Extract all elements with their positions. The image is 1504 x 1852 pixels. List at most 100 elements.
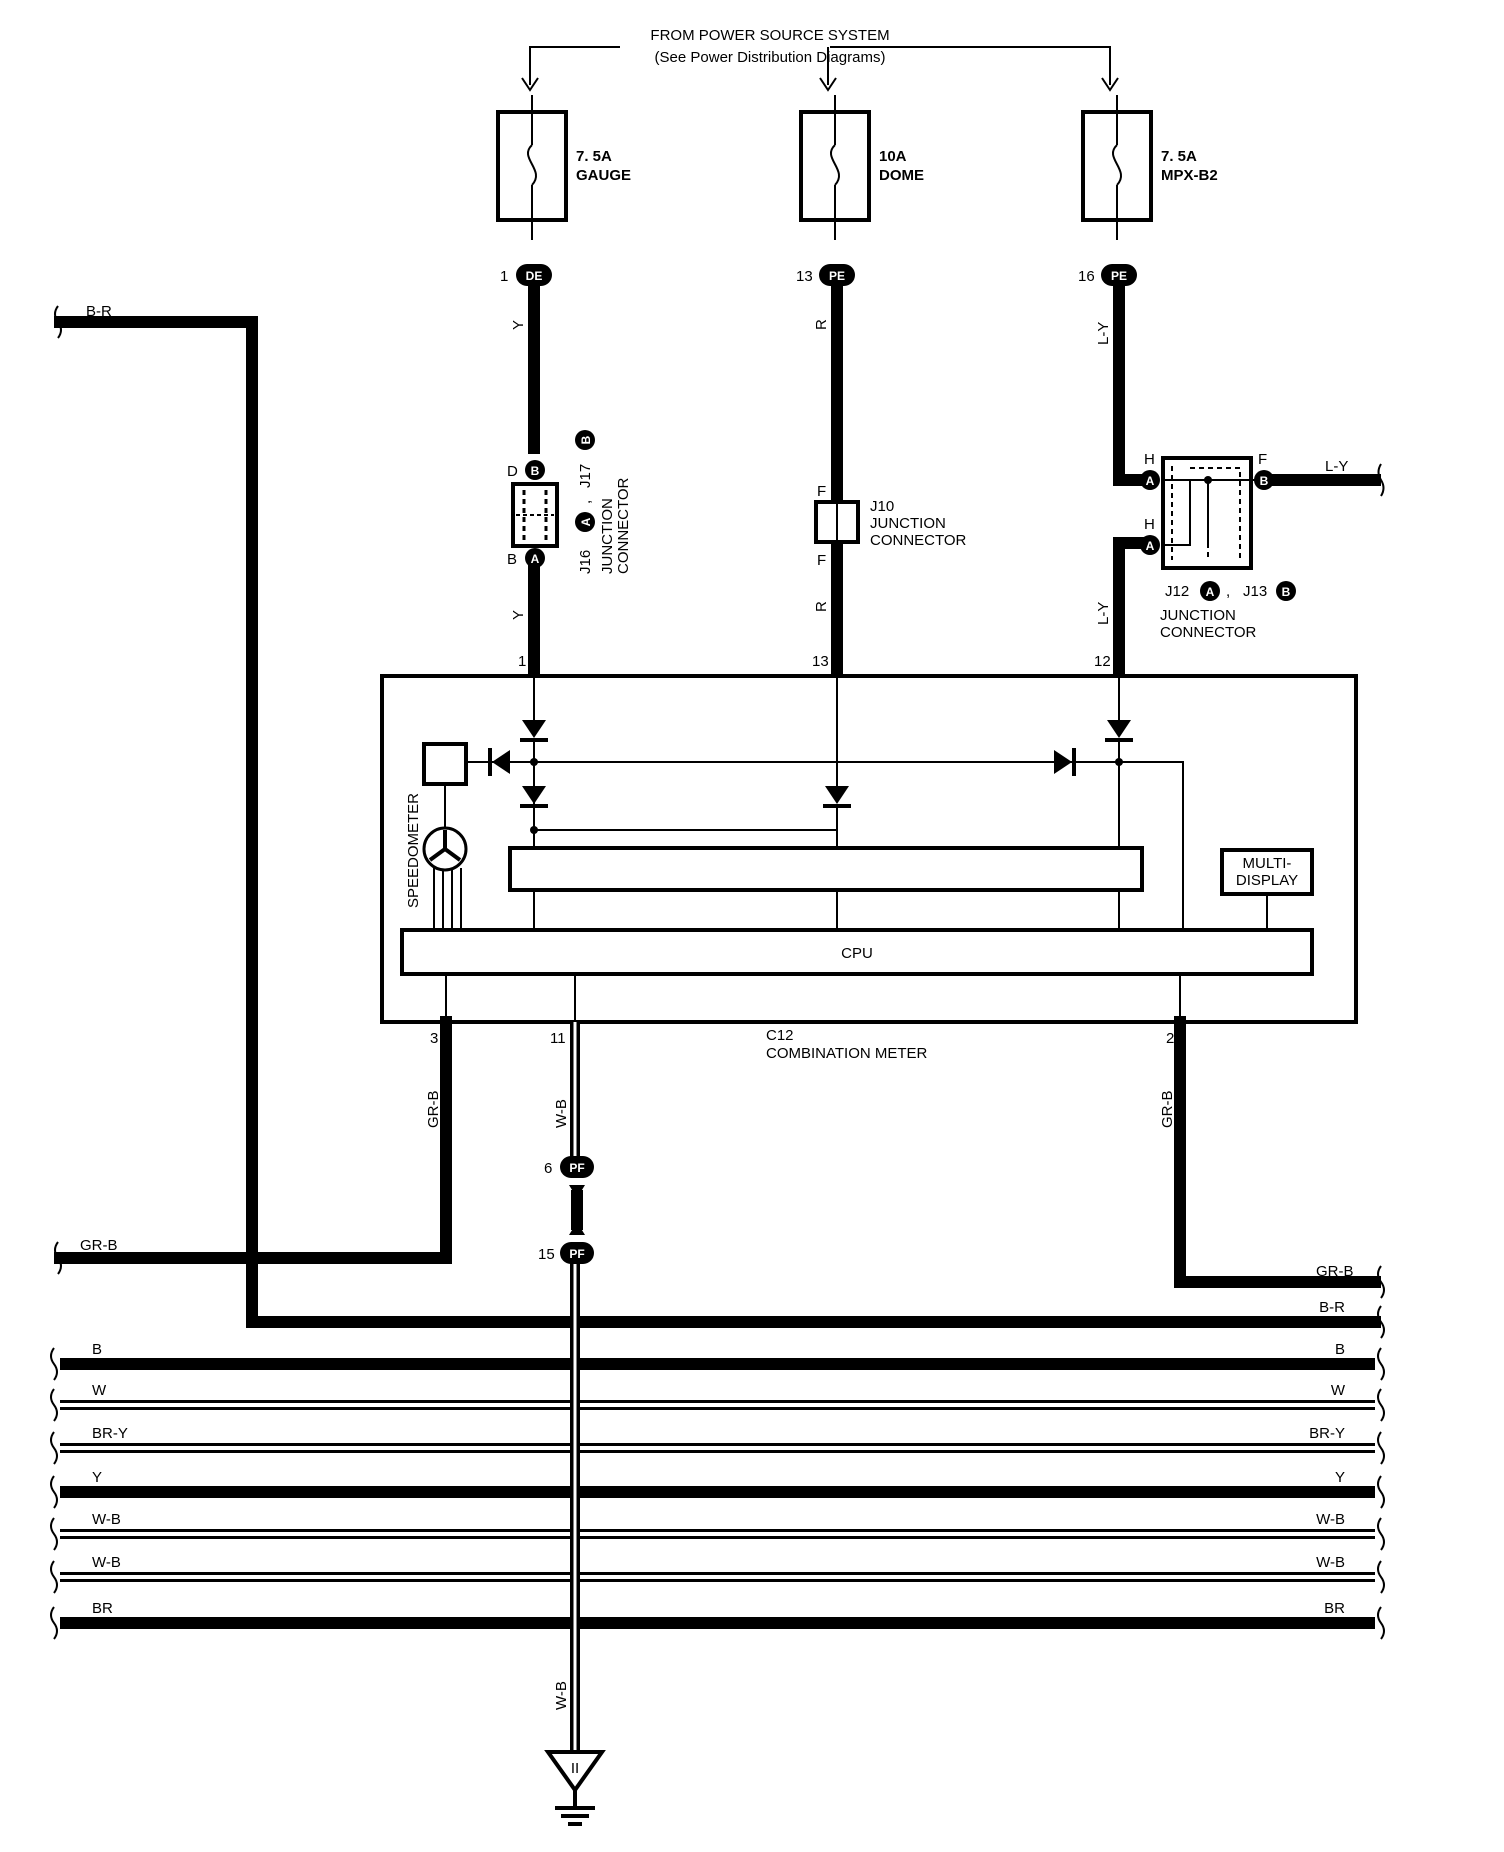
svg-text:A: A bbox=[531, 552, 540, 566]
connector-de: DE 1 bbox=[500, 264, 552, 286]
wire-r-label-upper: R bbox=[813, 319, 830, 330]
fuse-dome-name: DOME bbox=[879, 167, 924, 184]
power-source-subtitle: (See Power Distribution Diagrams) bbox=[655, 49, 886, 66]
bus-label-left-7: BR bbox=[92, 1600, 113, 1617]
svg-text:PF: PF bbox=[569, 1247, 584, 1261]
meter-pin-12: 12 bbox=[1094, 653, 1111, 670]
diode-3-icon bbox=[823, 786, 851, 808]
meter-id: C12 bbox=[766, 1027, 794, 1044]
svg-text:B: B bbox=[1260, 474, 1269, 488]
wire-y-label-upper: Y bbox=[510, 320, 527, 330]
multi-display-label-2: DISPLAY bbox=[1236, 872, 1298, 889]
svg-text:,: , bbox=[577, 500, 594, 504]
break-icon bbox=[1377, 1388, 1385, 1422]
meter-pin-1: 1 bbox=[518, 653, 526, 670]
break-icon bbox=[1377, 1265, 1385, 1299]
power-source-title: FROM POWER SOURCE SYSTEM bbox=[650, 27, 889, 44]
wire-grb-right-vertical-label: GR-B bbox=[1159, 1091, 1176, 1129]
combination-meter: 1 13 12 bbox=[380, 653, 1358, 1062]
display-bar bbox=[508, 846, 1144, 892]
svg-text:DE: DE bbox=[526, 269, 543, 283]
feed-line-left bbox=[529, 46, 620, 85]
fuse-gauge-rating: 7. 5A bbox=[576, 148, 612, 165]
power-source-header: FROM POWER SOURCE SYSTEM (See Power Dist… bbox=[521, 27, 1119, 92]
wire-br-left-label: B-R bbox=[86, 303, 112, 320]
meter-pin-3: 3 bbox=[430, 1030, 438, 1047]
svg-text:B: B bbox=[1282, 585, 1291, 599]
meter-pin-13: 13 bbox=[812, 653, 829, 670]
wire-r-label-lower: R bbox=[813, 601, 830, 612]
wire-grb-left-label: GR-B bbox=[80, 1237, 118, 1254]
break-icon bbox=[1377, 1517, 1385, 1551]
wire-gr-b-left: GR-B GR-B bbox=[54, 1016, 452, 1275]
fuse-gauge-name: GAUGE bbox=[576, 167, 631, 184]
speedometer: SPEEDOMETER bbox=[405, 742, 490, 935]
break-icon bbox=[50, 1517, 58, 1551]
wire-gr-b-right: GR-B GR-B bbox=[1159, 1016, 1381, 1288]
wire-y: Y Y bbox=[510, 286, 540, 682]
bus-label-right-1: B bbox=[1335, 1341, 1345, 1358]
wire-break-icon bbox=[1377, 463, 1385, 497]
j12-pin-f: F bbox=[1258, 451, 1267, 468]
wire-grb-right-label: GR-B bbox=[1316, 1263, 1354, 1280]
svg-text:B: B bbox=[579, 435, 593, 444]
bus-label-right-br: B-R bbox=[1319, 1299, 1345, 1316]
j17-id: J17 bbox=[577, 464, 594, 488]
break-icon bbox=[1377, 1475, 1385, 1509]
wire-wb-label-upper: W-B bbox=[553, 1099, 570, 1128]
connector-pf15-pin: 15 bbox=[538, 1246, 555, 1263]
connector-pf-6 bbox=[560, 1156, 594, 1178]
connector-pe-13: PE 13 bbox=[796, 264, 855, 286]
svg-text:A: A bbox=[1206, 585, 1215, 599]
bus-label-left-4: Y bbox=[92, 1469, 102, 1486]
junction-j12-j13: A H A H B F L-Y J12 A , J13 B JUNCTION C… bbox=[1140, 451, 1385, 641]
svg-text:A: A bbox=[1146, 539, 1155, 553]
speedometer-label: SPEEDOMETER bbox=[405, 793, 422, 908]
break-icon bbox=[54, 1241, 62, 1275]
fuse-dome-rating: 10A bbox=[879, 148, 907, 165]
j10-name2: CONNECTOR bbox=[870, 532, 967, 549]
j16-pin-top: D bbox=[507, 463, 518, 480]
bus-label-right-5: W-B bbox=[1316, 1511, 1345, 1528]
j10-id: J10 bbox=[870, 498, 894, 515]
wire-l-y: L-Y L-Y bbox=[1095, 286, 1146, 682]
connector-pf6-pin: 6 bbox=[544, 1160, 552, 1177]
j13-id: J13 bbox=[1243, 583, 1267, 600]
j12-name1: JUNCTION bbox=[1160, 607, 1236, 624]
diode-6-icon bbox=[1054, 748, 1076, 776]
svg-text:A: A bbox=[1146, 474, 1155, 488]
j16-id: J16 bbox=[577, 550, 594, 574]
j10-name1: JUNCTION bbox=[870, 515, 946, 532]
j12-out-wire-label: L-Y bbox=[1325, 458, 1348, 475]
svg-text:PE: PE bbox=[1111, 269, 1127, 283]
wire-ly-label-upper: L-Y bbox=[1095, 322, 1112, 345]
bus-label-right-6: W-B bbox=[1316, 1554, 1345, 1571]
wire-r: R R bbox=[813, 286, 843, 682]
bus-label-right-7: BR bbox=[1324, 1600, 1345, 1617]
fuse-mpx-b2: 7. 5A MPX-B2 bbox=[1081, 95, 1218, 240]
cpu-label: CPU bbox=[841, 945, 873, 962]
fuse-mpx-rating: 7. 5A bbox=[1161, 148, 1197, 165]
j12-pin-h1: H bbox=[1144, 451, 1155, 468]
break-icon bbox=[1377, 1347, 1385, 1381]
break-icon bbox=[1377, 1606, 1385, 1640]
meter-name: COMBINATION METER bbox=[766, 1045, 928, 1062]
meter-pin-11: 11 bbox=[550, 1030, 566, 1047]
wire-ly-label-lower: L-Y bbox=[1095, 602, 1112, 625]
svg-text:,: , bbox=[1226, 583, 1230, 600]
j16-pin-bottom: B bbox=[507, 551, 517, 568]
break-icon bbox=[50, 1475, 58, 1509]
bus-label-left-2: W bbox=[92, 1382, 107, 1399]
diode-2-icon bbox=[520, 786, 548, 808]
fuse-dome: 10A DOME bbox=[799, 95, 924, 240]
ground-icon: II bbox=[544, 1750, 606, 1826]
meter-pin-2: 2 bbox=[1166, 1030, 1174, 1047]
connector-de-pin: 1 bbox=[500, 268, 508, 285]
feed-arrows bbox=[521, 77, 1119, 92]
break-icon bbox=[50, 1388, 58, 1422]
bus-label-right-2: W bbox=[1331, 1382, 1346, 1399]
fuse-gauge: 7. 5A GAUGE bbox=[496, 95, 631, 240]
j16-name2: CONNECTOR bbox=[615, 477, 632, 574]
